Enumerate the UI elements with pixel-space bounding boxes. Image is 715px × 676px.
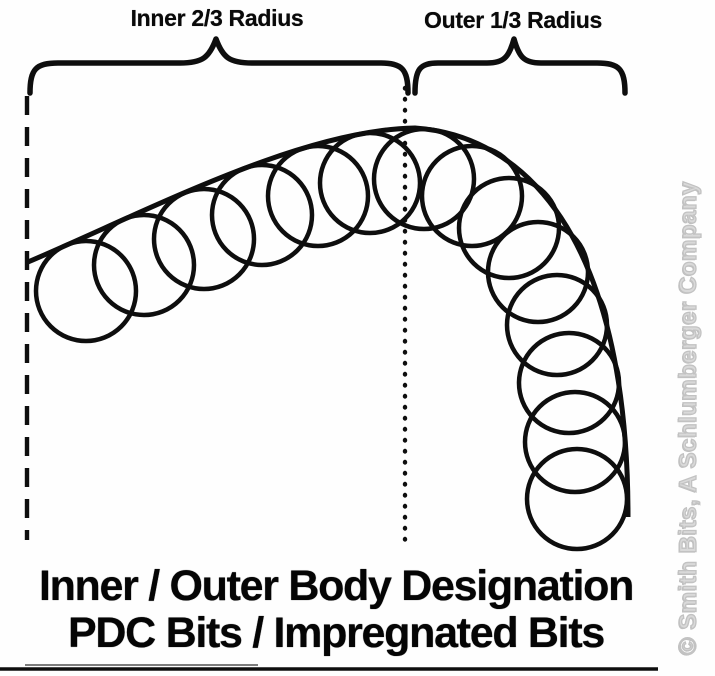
profile-circle [91,212,197,318]
profile-circle [33,238,139,344]
caption-line-1: Inner / Outer Body Designation [38,562,634,610]
profile-circle [504,272,610,378]
profile-circle [371,126,477,232]
figure-caption: Inner / Outer Body Designation PDC Bits … [0,563,672,657]
profile-circle [265,143,371,249]
profile-circle [317,130,423,236]
profile-circle [522,389,628,495]
copyright-watermark: © Smith Bits, A Schlumberger Company [674,180,702,655]
outer-region-label: Outer 1/3 Radius [424,7,602,33]
inner-radius-brace [27,36,411,96]
caption-line-2: PDC Bits / Impregnated Bits [68,609,605,657]
profile-circle [524,446,630,552]
profile-circle [419,143,525,249]
profile-circle [209,162,315,268]
inner-region-label: Inner 2/3 Radius [130,5,304,31]
profile-circle [485,219,591,325]
profile-circle [516,330,622,436]
profile-circles-group [33,126,630,552]
profile-circle [151,186,257,292]
outer-radius-brace [412,36,628,96]
